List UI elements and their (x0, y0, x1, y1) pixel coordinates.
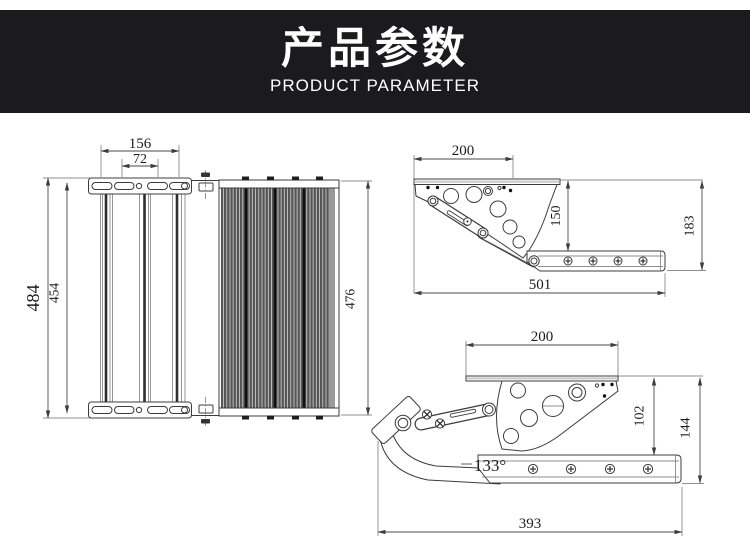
banner-title-zh: 产品参数 (281, 24, 469, 73)
tread-screws (563, 256, 648, 266)
tread-clips (242, 176, 323, 420)
drawing-top-view: 484 454 476 156 72 (23, 136, 372, 426)
dim-mount-width-ext: 200 (452, 143, 475, 159)
dim-bracket-inner-width: 72 (133, 152, 147, 167)
step-tread-folded (477, 454, 682, 484)
mount-bracket-bottom (88, 397, 219, 426)
drawing-side-folded: 200 (371, 329, 704, 536)
rivets-folded (601, 382, 614, 398)
dim-inner-length: 454 (47, 283, 62, 304)
dim-upper-height: 102 (633, 406, 648, 427)
dim-overall-length-ext: 501 (529, 277, 552, 293)
phillips-screws (421, 409, 446, 429)
dim-fold-angle: 133° (474, 456, 506, 475)
mount-bracket-top (88, 170, 219, 199)
dim-bracket-outer-width: 156 (129, 136, 152, 152)
tread-screws-folded (527, 463, 654, 475)
dim-overall-height-ext: 183 (683, 216, 698, 237)
folded-rail (378, 423, 501, 485)
dim-mount-width-fold: 200 (531, 329, 554, 345)
step-rails (100, 194, 186, 402)
dim-overall-length-fold: 393 (519, 516, 542, 532)
step-tread-top-view (218, 176, 340, 420)
banner-subtitle-en: PRODUCT PARAMETER (269, 76, 480, 96)
dim-step-drop: 150 (549, 206, 564, 227)
dim-tread-length: 476 (343, 289, 358, 310)
step-tread-extended (526, 250, 666, 272)
product-parameter-banner: 产品参数 PRODUCT PARAMETER (0, 10, 750, 113)
dim-overall-height-fold: 144 (679, 418, 694, 439)
drawing-side-extended: 200 (413, 143, 706, 297)
rivets (426, 185, 513, 193)
dim-outer-length: 484 (23, 285, 43, 312)
